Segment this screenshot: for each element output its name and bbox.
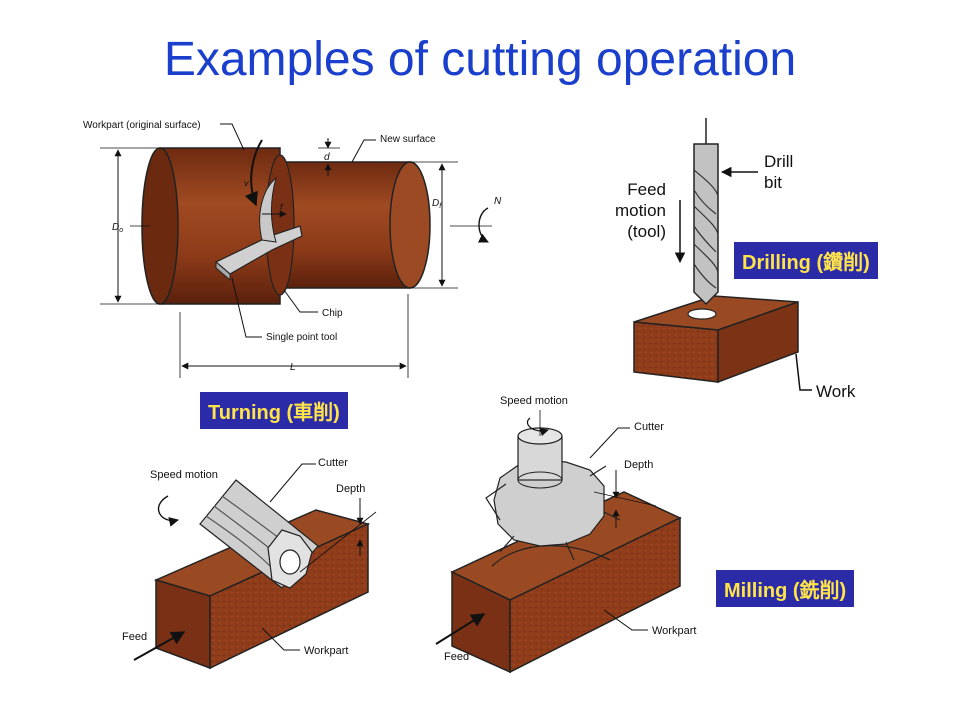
drilling-badge-name: Drilling xyxy=(742,252,811,274)
face-cutter xyxy=(485,427,621,561)
drill-bit-label-1: Drill xyxy=(764,152,793,171)
turning-badge: Turning (車削) xyxy=(200,392,348,429)
slab-milling-diagram: Speed motion Cutter Depth Feed Workpart xyxy=(122,457,377,670)
face-depth-label: Depth xyxy=(624,459,653,471)
slab-feed-label: Feed xyxy=(122,631,147,643)
drill-bit xyxy=(693,118,719,306)
milling-badge-cjk: (銑削) xyxy=(792,580,847,602)
df-label: Df xyxy=(432,198,442,210)
turning-badge-name: Turning xyxy=(208,402,281,424)
page-title: Examples of cutting operation xyxy=(163,33,797,86)
turning-workpart-label: Workpart (original surface) xyxy=(83,120,201,131)
drilling-work-block xyxy=(633,295,799,384)
depth-d-label: d xyxy=(324,152,330,163)
turning-workpart xyxy=(141,147,431,305)
turning-chip-label: Chip xyxy=(322,308,343,319)
face-cutter-label: Cutter xyxy=(634,421,664,433)
drilling-badge-cjk: (鑽削) xyxy=(816,252,870,274)
feed-motion-label-2: motion xyxy=(615,201,666,220)
length-l-label: L xyxy=(290,362,296,373)
drill-bit-label-2: bit xyxy=(764,173,782,192)
turning-new-surface-label: New surface xyxy=(380,134,436,145)
drilling-diagram: Drill bit Feed motion (tool) Work xyxy=(615,118,856,401)
face-speed-motion-label: Speed motion xyxy=(500,395,568,407)
feed-f-label: f xyxy=(280,202,284,212)
face-milling-diagram: Speed motion Cutter Depth Feed Workpart xyxy=(435,395,696,674)
turning-tool-label: Single point tool xyxy=(266,332,337,343)
milling-badge: Milling (銑削) xyxy=(716,570,855,607)
speed-v-label: v xyxy=(244,178,249,188)
slab-cutter-label: Cutter xyxy=(318,457,348,469)
slab-speed-motion-label: Speed motion xyxy=(150,469,218,481)
slab-cutter xyxy=(199,479,319,589)
drilling-work-label: Work xyxy=(816,382,856,401)
drilling-badge: Drilling (鑽削) xyxy=(734,242,878,279)
turning-badge-cjk: (車削) xyxy=(286,402,340,424)
d0-label: Do xyxy=(112,222,123,234)
face-feed-label: Feed xyxy=(444,651,469,663)
face-workpart-label: Workpart xyxy=(652,625,696,637)
slab-depth-label: Depth xyxy=(336,483,365,495)
feed-motion-label-1: Feed xyxy=(627,180,666,199)
feed-motion-label-3: (tool) xyxy=(627,222,666,241)
chip-shape xyxy=(259,176,277,243)
face-workpart xyxy=(450,491,682,674)
slab-workpart-label: Workpart xyxy=(304,645,348,657)
rotation-n-label: N xyxy=(494,196,502,207)
milling-badge-name: Milling xyxy=(724,580,788,602)
turning-diagram: Workpart (original surface) New surface … xyxy=(83,120,502,378)
